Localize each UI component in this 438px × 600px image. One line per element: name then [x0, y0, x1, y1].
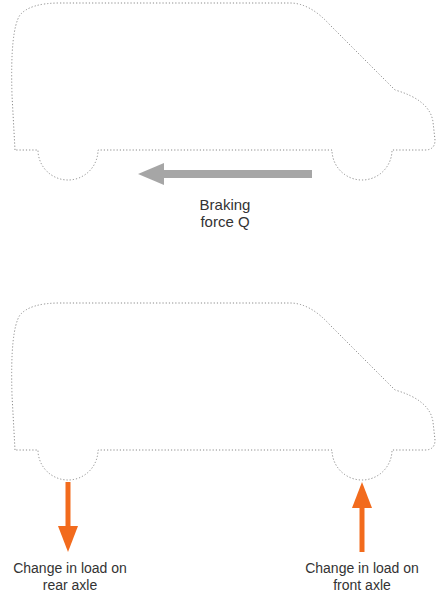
force-label: Braking force Q [185, 196, 265, 230]
load-label: Change in load on front axle [300, 560, 424, 594]
load-label: Change in load on rear axle [10, 560, 130, 594]
car-outline [12, 303, 435, 480]
braking-arrow [138, 163, 312, 185]
rear-load-arrow [58, 482, 78, 552]
front-load-arrow [352, 482, 372, 552]
car-outline [12, 3, 435, 180]
